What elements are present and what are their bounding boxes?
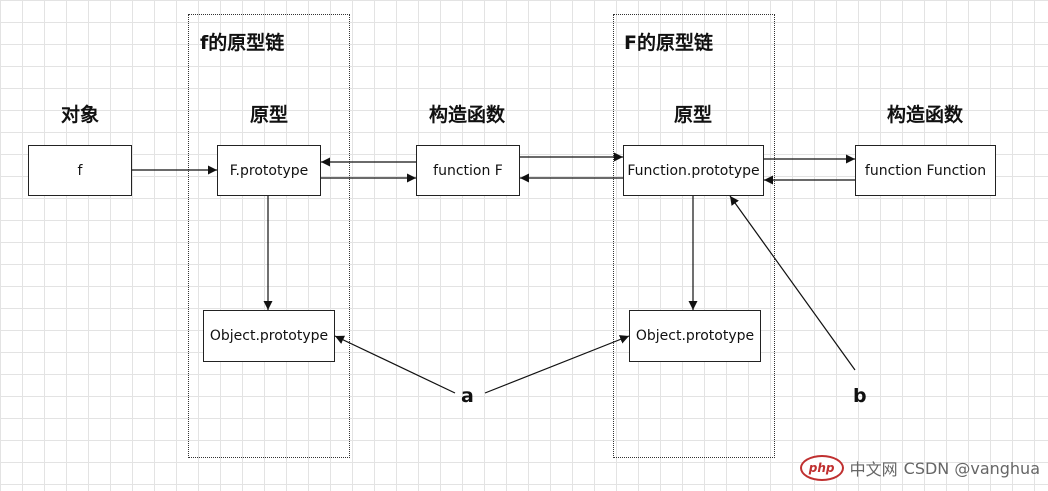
marker-b: b <box>853 385 867 407</box>
watermark-csdn: CSDN @vanghua <box>903 458 1040 478</box>
arrow-a-to-object-prototype-1 <box>334 335 456 394</box>
F-prototype-chain-group <box>613 14 775 458</box>
marker-a: a <box>461 385 474 407</box>
node-object-prototype-1: Object.prototype <box>203 310 335 362</box>
node-function-prototype: Function.prototype <box>623 145 764 196</box>
column-header-constructor: 构造函数 <box>428 104 506 126</box>
F-chain-title: F的原型链 <box>624 32 713 54</box>
watermark: php 中文网 CSDN @vanghua <box>799 455 1040 481</box>
arrow-b-to-function-prototype <box>729 195 856 371</box>
f-prototype-chain-group <box>188 14 350 458</box>
node-f: f <box>28 145 132 196</box>
column-header-prototype: 原型 <box>249 104 289 126</box>
node-function-F: function F <box>416 145 520 196</box>
node-function-Function: function Function <box>855 145 996 196</box>
watermark-site-text: 中文网 <box>849 460 898 479</box>
php-logo: php <box>799 455 844 481</box>
node-object-prototype-2: Object.prototype <box>629 310 761 362</box>
column-header-object: 对象 <box>60 104 100 126</box>
arrow-a-to-object-prototype-2 <box>484 335 630 394</box>
column-header-prototype-2: 原型 <box>673 104 713 126</box>
node-f-prototype: F.prototype <box>217 145 321 196</box>
column-header-constructor-2: 构造函数 <box>886 104 964 126</box>
f-chain-title: f的原型链 <box>200 32 285 54</box>
